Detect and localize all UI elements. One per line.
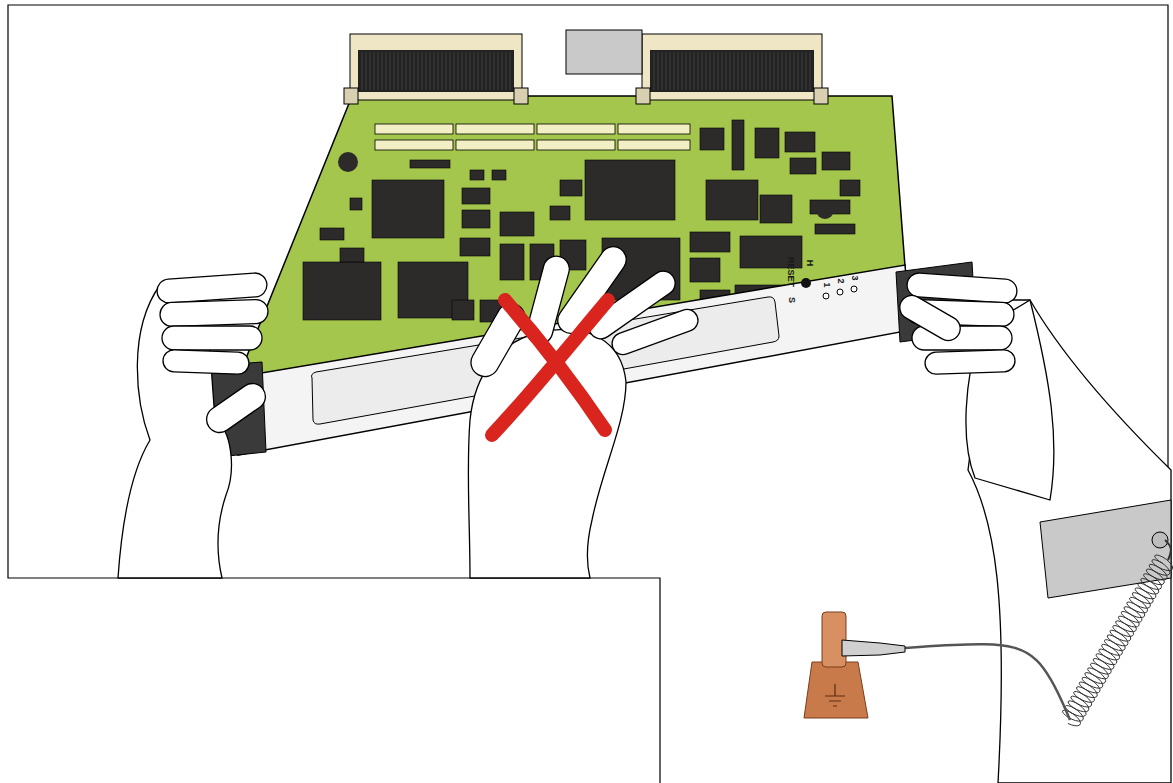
prohibited-cross [492, 300, 608, 435]
backplane-connector [636, 34, 828, 104]
memory-strip [537, 140, 615, 150]
chip [732, 120, 744, 170]
metal-shield [566, 30, 642, 74]
chip [690, 232, 730, 252]
coiled-cord [1063, 555, 1173, 726]
chip [815, 224, 855, 234]
chip [492, 170, 506, 180]
memory-strips [375, 124, 690, 150]
chip [372, 180, 444, 238]
memory-strip [375, 124, 453, 134]
chip [500, 212, 534, 236]
backplane-connector [344, 34, 528, 104]
chip [303, 262, 381, 320]
status-led [851, 286, 857, 292]
chip [706, 180, 758, 220]
ground-cord [905, 644, 1070, 720]
chip [690, 258, 720, 282]
right-thumb [895, 291, 964, 345]
chip [560, 180, 582, 196]
memory-strip [456, 140, 534, 150]
chip [470, 170, 484, 180]
chip [340, 248, 364, 262]
memory-strip [537, 124, 615, 134]
panel-marking: 2 [836, 278, 845, 283]
chip [452, 300, 474, 320]
battery [816, 201, 834, 219]
left-thumb [202, 378, 271, 437]
reset-button [801, 278, 811, 288]
status-led [837, 289, 843, 295]
chip [350, 198, 362, 210]
ground-symbol [825, 684, 845, 706]
memory-strip [618, 124, 690, 134]
memory-strip [375, 140, 453, 150]
chip [550, 206, 570, 220]
ground-base [804, 662, 868, 718]
frame-line [8, 5, 1168, 783]
chip [700, 128, 724, 150]
chip [790, 158, 816, 174]
chip [462, 210, 490, 228]
chip [755, 128, 779, 158]
right-finger [925, 349, 1016, 374]
chip [500, 244, 524, 280]
panel-marking: S [787, 297, 796, 303]
crocodile-clip [842, 640, 905, 656]
chip [840, 180, 860, 196]
chip [410, 160, 450, 168]
chip [462, 188, 490, 204]
panel-marking: RESET [786, 257, 795, 287]
ground-rod [822, 612, 846, 667]
panel-marking: 3 [850, 275, 859, 280]
wrist-strap [1040, 500, 1171, 598]
panel-marking: H [805, 260, 814, 267]
status-led [823, 293, 829, 299]
chip [785, 132, 815, 152]
memory-strip [618, 140, 690, 150]
cross-stroke [492, 300, 608, 435]
left-finger [160, 299, 269, 327]
chip [585, 160, 675, 220]
panel-marking: 1 [822, 282, 831, 287]
battery [338, 152, 358, 172]
chip [760, 195, 792, 223]
chip [822, 152, 850, 170]
chip [460, 238, 490, 256]
ground-cord [1165, 540, 1171, 560]
chip [320, 228, 344, 240]
left-finger [163, 350, 250, 375]
memory-strip [456, 124, 534, 134]
left-finger [162, 326, 262, 350]
wrong-finger [609, 306, 701, 357]
led-group [823, 286, 857, 299]
